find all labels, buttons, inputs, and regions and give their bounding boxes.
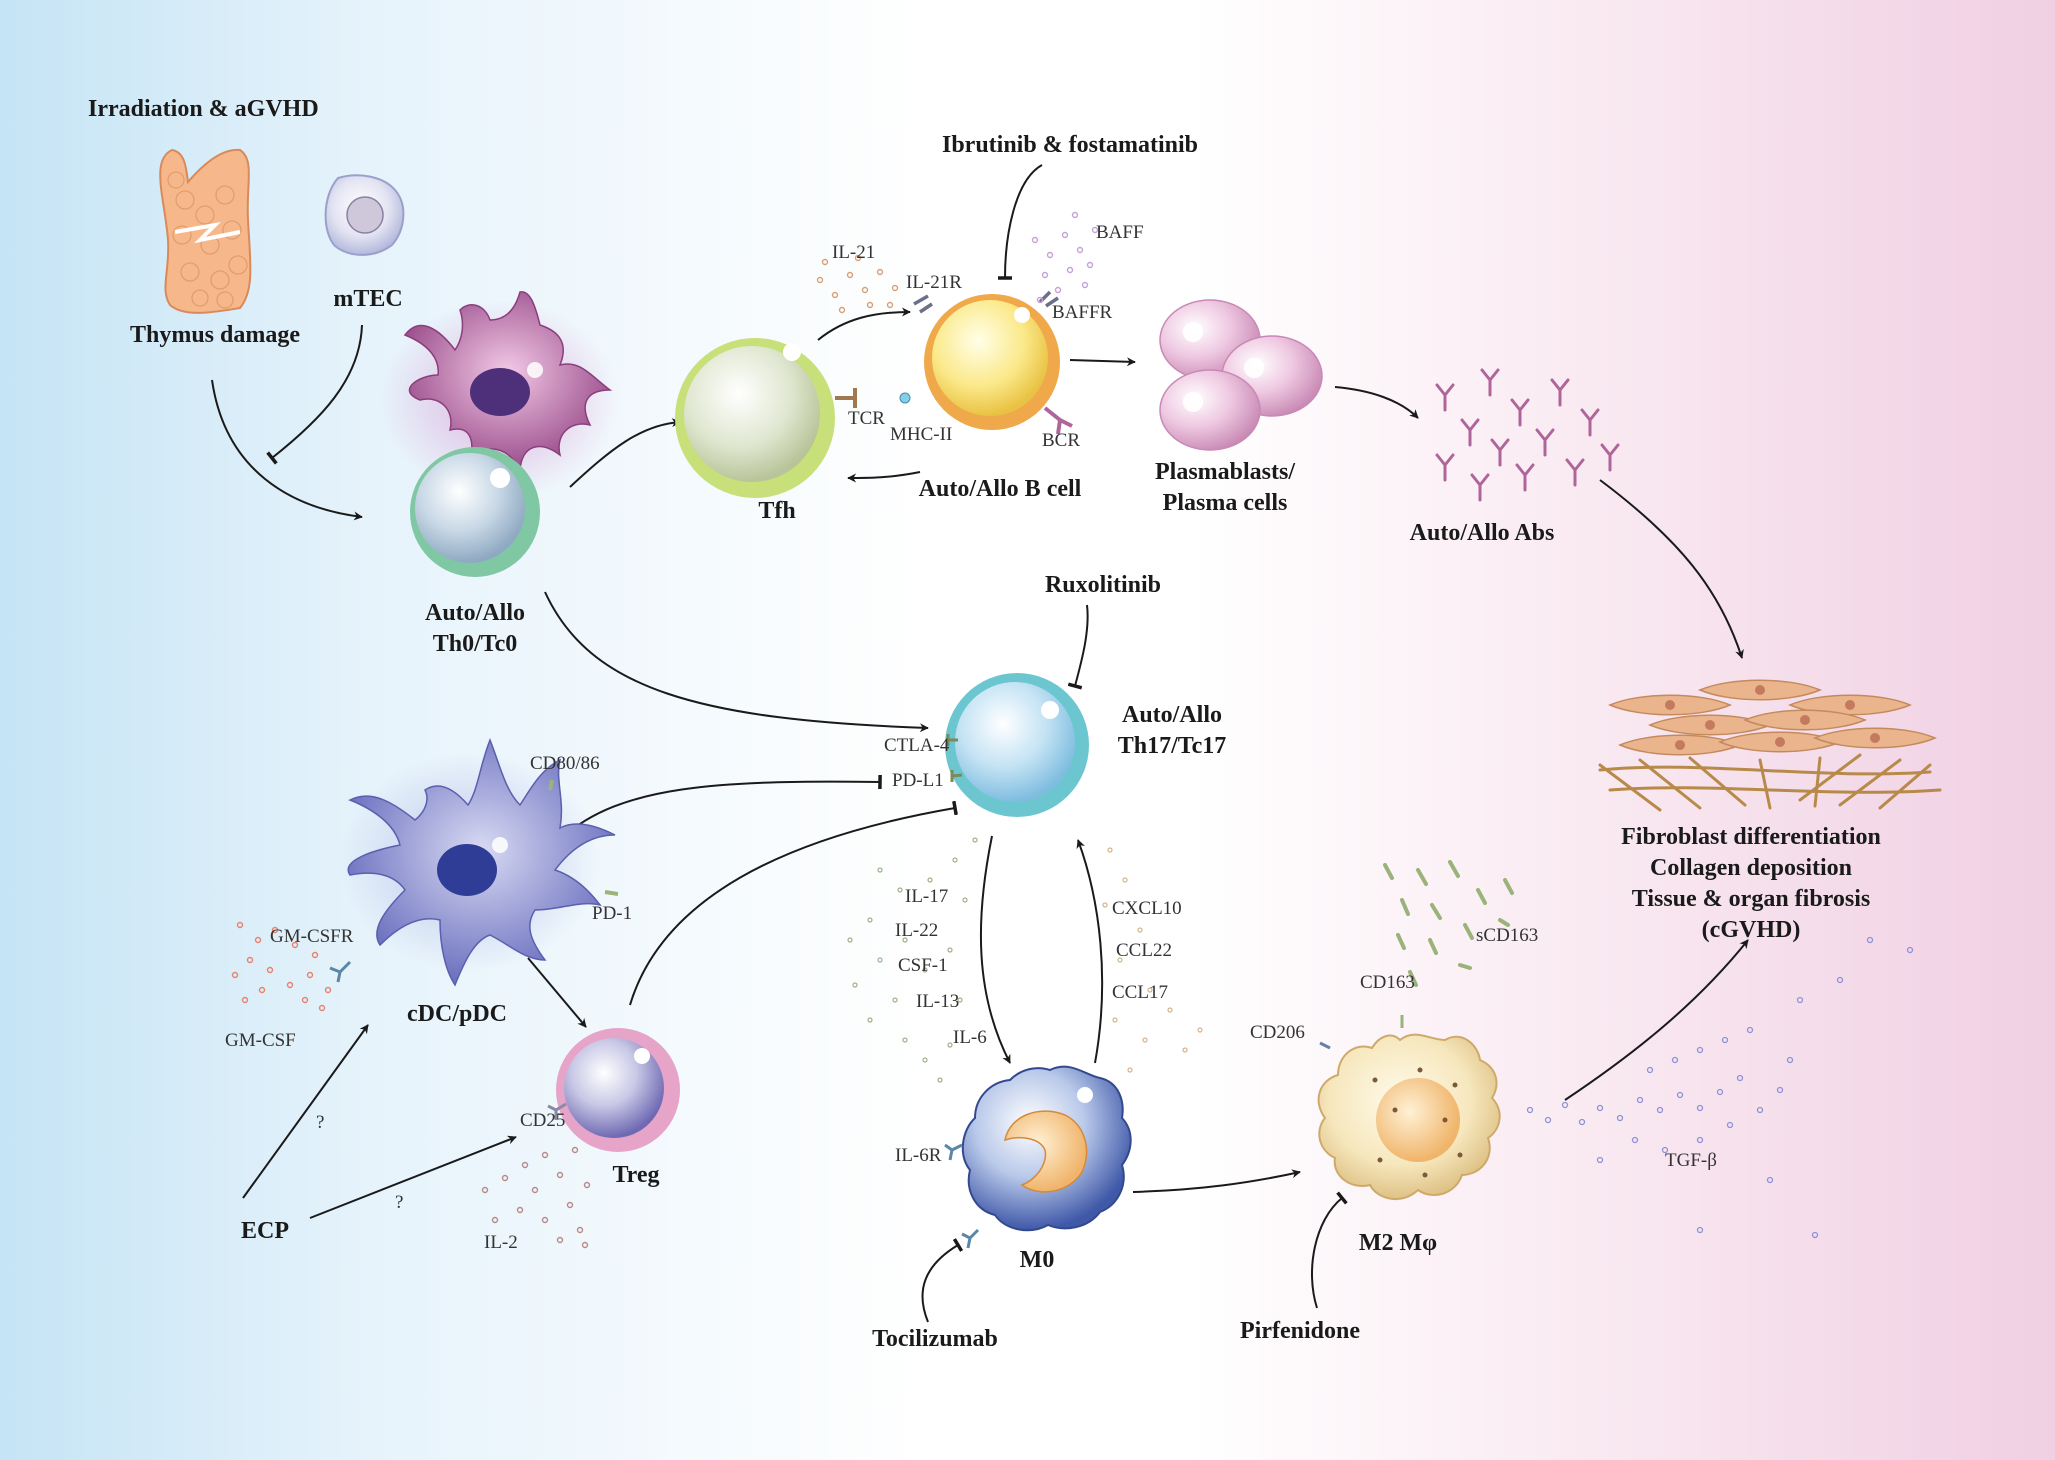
irradiation-label: Irradiation & aGVHD [88, 96, 319, 122]
cytokine-label-1: IL-17 [905, 886, 949, 907]
arrow-ecp-to-treg [309, 1135, 517, 1219]
m2-label: M2 Mφ [1358, 1230, 1438, 1256]
fibrosis-label: Fibroblast differentiation Collagen depo… [1621, 824, 1881, 943]
inhibit-pirfenidone [1311, 1191, 1348, 1309]
arrow-abs-to-fibrosis [1599, 479, 1744, 659]
il2-label: IL-2 [484, 1232, 518, 1253]
inhibit-ibrutinib [997, 164, 1043, 280]
tgfb-label: TGF-β [1665, 1150, 1717, 1171]
inhibit-treg-th17 [629, 800, 958, 1006]
il2-dots [481, 1146, 591, 1249]
mtec-cell [324, 174, 405, 256]
chemokine-label-2: CCL22 [1116, 940, 1172, 961]
cd163-label: CD163 [1360, 972, 1415, 993]
chemokine-label-1: CXCL10 [1112, 898, 1182, 919]
ruxolitinib-label: Ruxolitinib [1044, 572, 1162, 598]
arrow-plasma-to-abs [1334, 386, 1419, 419]
inhibit-cdc-th17 [561, 774, 882, 839]
th17-label: Auto/Allo Th17/Tc17 [1117, 702, 1227, 759]
arrow-m2-to-fibrosis [1564, 939, 1749, 1101]
antibodies [1435, 368, 1620, 502]
arrow-tfh-to-bcell [817, 307, 911, 341]
m2-cell [1317, 1015, 1501, 1200]
tocilizumab-label: Tocilizumab [872, 1326, 998, 1352]
abs-label: Auto/Allo Abs [1409, 520, 1555, 546]
arrow-cdc-to-treg [527, 957, 587, 1028]
pirfenidone-label: Pirfenidone [1240, 1318, 1360, 1344]
cdc-label: cDC/pDC [407, 1001, 507, 1027]
inhibit-ruxolitinib [1067, 604, 1089, 690]
tcr-label: TCR [848, 408, 885, 429]
gmcsf-dots [231, 921, 332, 1012]
inhibit-mtec-thymus [266, 324, 363, 465]
bcell-label: Auto/Allo B cell [918, 476, 1082, 502]
cd25-label: CD25 [520, 1110, 566, 1131]
arrow-bcell-to-plasma [1069, 357, 1136, 367]
pdl1-label: PD-L1 [892, 770, 944, 791]
cdc-cell [329, 737, 619, 987]
question-mark-2: ? [395, 1192, 404, 1213]
il21-label: IL-21 [832, 242, 876, 263]
baff-label: BAFF [1096, 222, 1144, 243]
arrow-thymus-to-th0 [211, 379, 363, 521]
ibrutinib-label: Ibrutinib & fostamatinib [941, 132, 1199, 158]
b-cell [899, 290, 1073, 435]
gmcsf-label: GM-CSF [225, 1030, 296, 1051]
pd1-label: PD-1 [592, 903, 633, 924]
ctla4-label: CTLA-4 [884, 735, 950, 756]
il6r-label: IL-6R [895, 1145, 942, 1166]
cd8086-label: CD80/86 [530, 753, 600, 774]
tfh-label: Tfh [758, 498, 796, 524]
question-mark-1: ? [316, 1112, 325, 1133]
cytokine-label-5: IL-6 [953, 1027, 987, 1048]
cytokine-label-4: IL-13 [916, 991, 960, 1012]
m0-label: M0 [1019, 1247, 1055, 1273]
cytokine-dots-middle [847, 837, 1203, 1083]
cd206-label: CD206 [1250, 1022, 1305, 1043]
tfh-cell [675, 338, 857, 498]
thymus-illustration [159, 148, 252, 314]
scd163-label: sCD163 [1476, 925, 1539, 946]
cytokine-label-3: CSF-1 [898, 955, 948, 976]
cytokine-dots-top [816, 211, 1099, 314]
tgfb-dots [1526, 936, 1914, 1239]
il21r-label: IL-21R [906, 272, 962, 293]
chemokine-label-3: CCL17 [1112, 982, 1168, 1003]
arrow-th17-to-m0 [979, 835, 1011, 1064]
plasma-label: Plasmablasts/ Plasma cells [1154, 459, 1296, 516]
th17-cell [945, 673, 1089, 817]
arrow-m0-to-m2 [1132, 1169, 1301, 1193]
arrow-th0-to-th17 [544, 591, 929, 733]
mtec-label: mTEC [333, 286, 403, 312]
th0-label: Auto/Allo Th0/Tc0 [424, 600, 526, 657]
gmcsfr-label: GM-CSFR [270, 926, 354, 947]
mhc2-label: MHC-II [890, 424, 953, 445]
treg-cell [547, 1028, 680, 1152]
th0-cell-group [380, 291, 620, 577]
fibroblast-tissue [1598, 679, 1942, 812]
thymus-damage-label: Thymus damage [129, 322, 301, 348]
arrow-m0-to-th17 [1076, 839, 1104, 1064]
ecp-label: ECP [241, 1218, 289, 1244]
plasma-cells [1159, 299, 1323, 451]
m0-cell [944, 1065, 1132, 1249]
scd163-rods [1383, 860, 1514, 987]
arrow-bcell-to-tfh [847, 471, 921, 483]
baffr-label: BAFFR [1052, 302, 1113, 323]
bcr-label: BCR [1042, 430, 1081, 451]
arrow-th0-to-tfh [569, 418, 681, 488]
arrow-ecp-to-cdc [242, 1024, 369, 1199]
cytokine-label-2: IL-22 [895, 920, 939, 941]
treg-label: Treg [612, 1162, 660, 1188]
inhibit-tocilizumab [921, 1238, 964, 1323]
